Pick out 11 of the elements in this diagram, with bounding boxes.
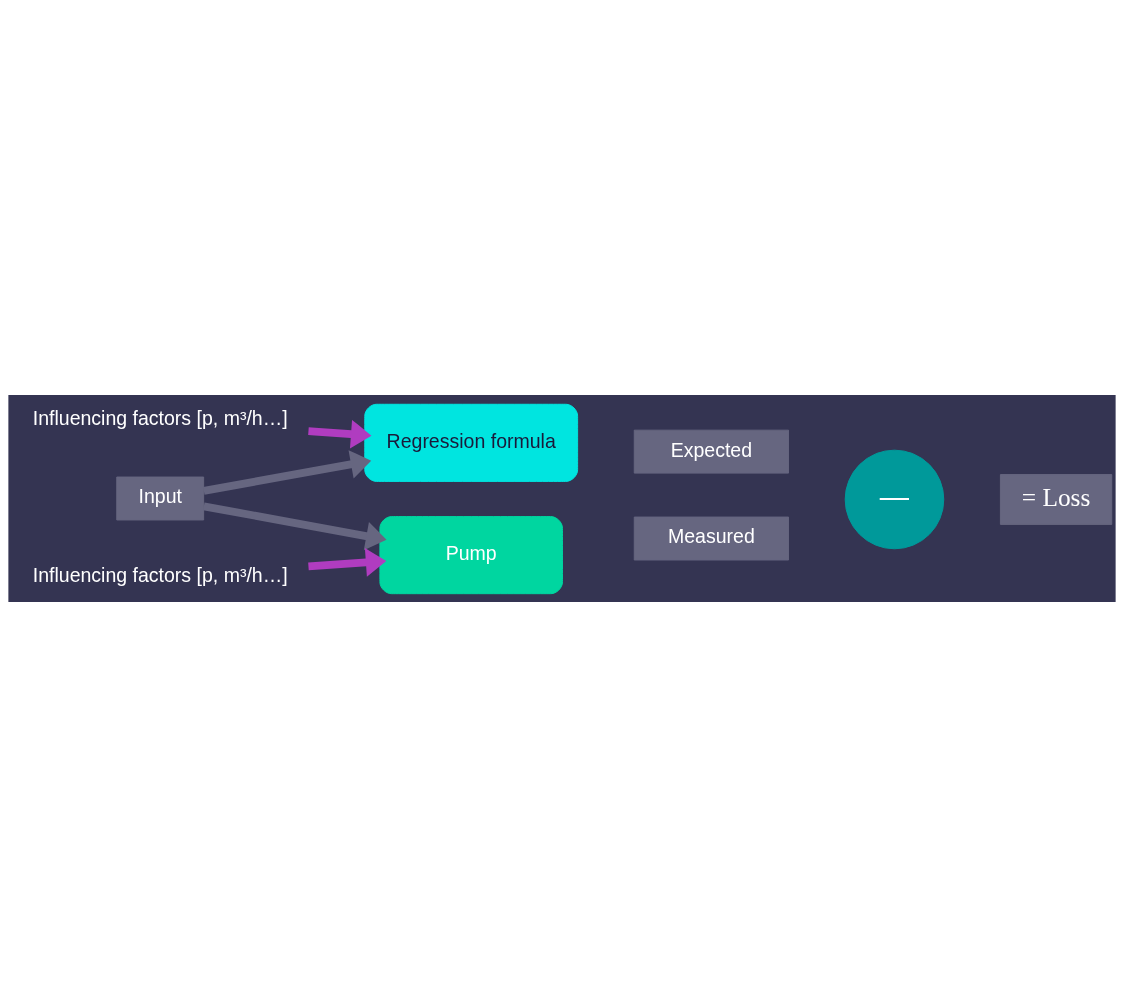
node-box: = Loss [999,474,1113,525]
node-text: Influencing factors [p, m³/h…] [32,407,288,430]
node-box: Pump [379,516,563,595]
node-box: Expected [633,429,789,474]
arrow [203,450,372,495]
node-circle: — [844,449,945,550]
node-box: Input [116,476,205,521]
node-text: Influencing factors [p, m³/h…] [32,563,288,586]
arrow [203,502,387,551]
node-box: Regression formula [364,403,579,482]
node-box: Measured [633,516,789,561]
